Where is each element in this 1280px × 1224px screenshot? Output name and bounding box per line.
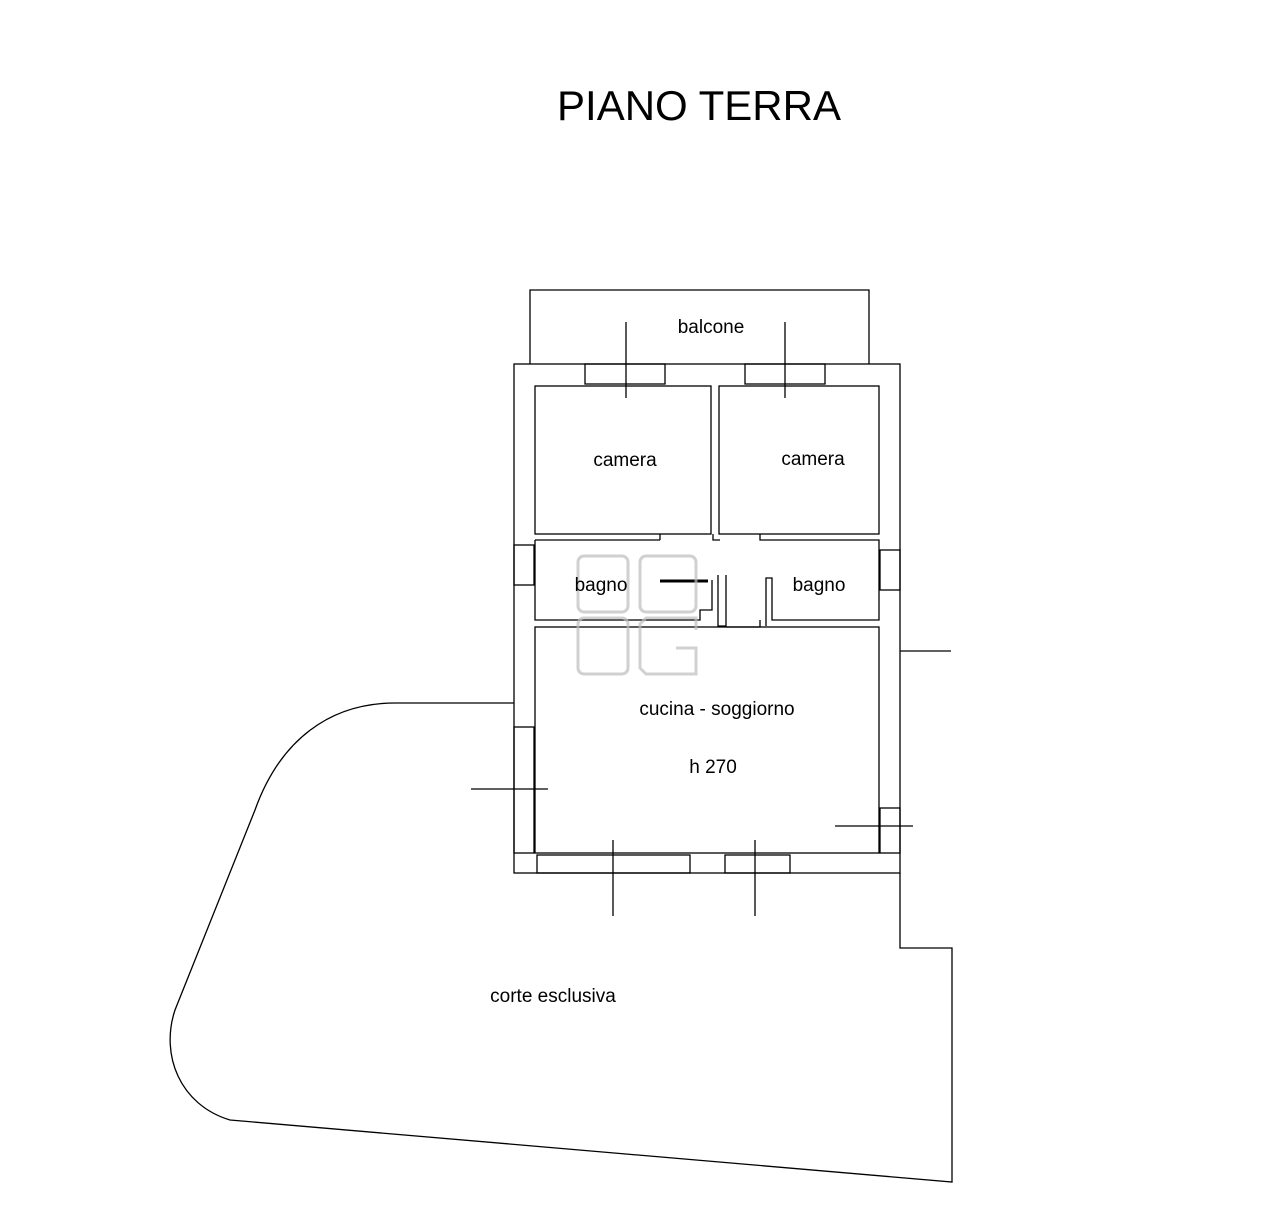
room-bagno-left-outline	[534, 539, 713, 621]
window-bottom-right	[724, 854, 791, 874]
courtyard-boundary	[169, 702, 953, 1183]
plan-title: PIANO TERRA	[557, 82, 841, 129]
watermark-logo	[576, 554, 698, 676]
window-left-bagno	[513, 544, 535, 586]
label-camera-left: camera	[593, 450, 657, 471]
corridor-wall	[726, 620, 761, 628]
door-jamb-camera-right	[759, 534, 770, 541]
room-cucina-soggiorno-outline	[534, 626, 880, 854]
balcony-outline	[529, 289, 870, 364]
window-top-left	[584, 363, 666, 385]
room-camera-right-outline	[718, 385, 880, 535]
label-ceiling-height: h 270	[689, 757, 737, 778]
label-balcone: balcone	[678, 317, 745, 338]
window-left-soggiorno	[513, 726, 535, 854]
label-cucina-soggiorno: cucina - soggiorno	[639, 699, 794, 720]
label-bagno-right: bagno	[793, 575, 846, 596]
window-right-bagno	[879, 549, 901, 591]
room-bagno-right-outline	[765, 539, 880, 626]
bagno-left-inner-wall	[717, 575, 727, 627]
window-right-soggiorno	[879, 807, 901, 854]
room-camera-left-outline	[534, 385, 712, 535]
door-jamb-camera-left	[659, 534, 720, 541]
outer-wall-outline	[513, 363, 901, 874]
label-corte-esclusiva: corte esclusiva	[490, 986, 616, 1007]
label-camera-right: camera	[781, 449, 845, 470]
label-bagno-left: bagno	[575, 575, 628, 596]
